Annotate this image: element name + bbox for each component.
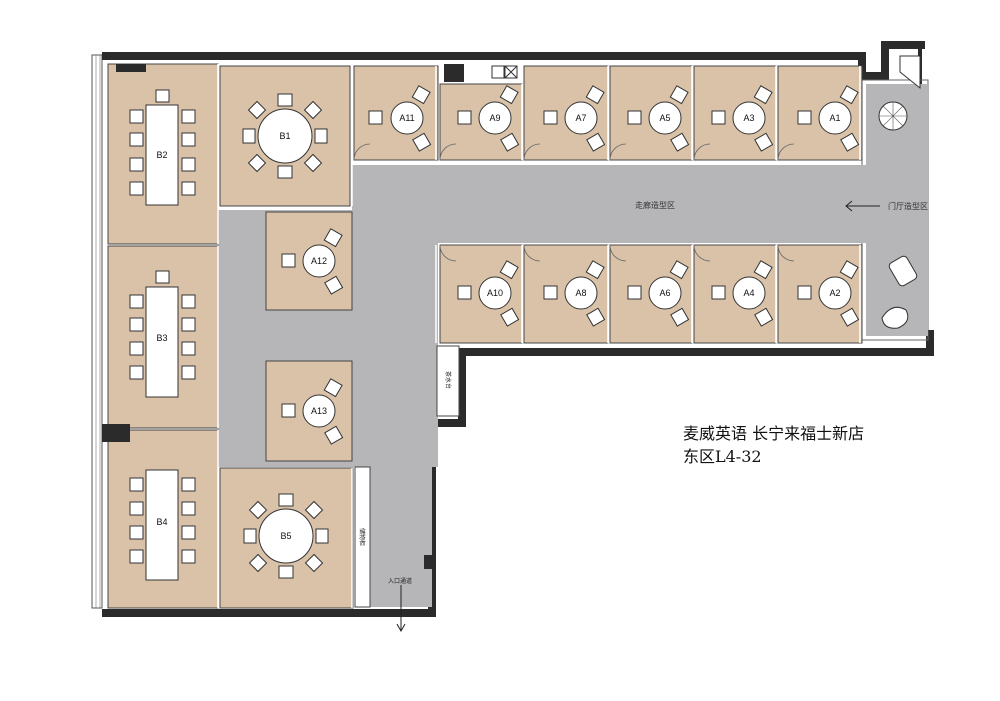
table-a4	[711, 260, 774, 327]
lobby-decor	[878, 55, 921, 329]
table-a11	[368, 85, 432, 152]
table-a3	[711, 85, 774, 152]
plan-title: 麦威英语 长宁来福士新店	[683, 424, 865, 443]
table-a2	[797, 260, 860, 327]
label-a8: A8	[575, 288, 586, 298]
label-a1: A1	[829, 113, 840, 123]
table-a8	[543, 260, 606, 327]
sofa-icon	[888, 255, 918, 287]
plan-subtitle: 东区L4-32	[683, 447, 762, 466]
arrows	[396, 200, 880, 633]
area-labels: 走廊造型区 门厅造型区 茶水台 储物柜 入口通道	[358, 200, 928, 585]
table-a5	[627, 85, 690, 152]
label-a3: A3	[743, 113, 754, 123]
label-entrance: 入口通道	[388, 577, 412, 585]
label-tea-station: 茶水台	[444, 371, 452, 389]
label-corridor: 走廊造型区	[635, 200, 675, 210]
partition-texture	[217, 64, 861, 608]
label-a10: A10	[487, 288, 503, 298]
label-b5: B5	[280, 531, 291, 541]
round-table-b5	[243, 493, 329, 579]
long-table-b3	[129, 270, 196, 398]
table-a6	[627, 260, 690, 327]
rock-decor-icon	[881, 306, 909, 329]
label-b2: B2	[156, 150, 167, 160]
table-a12	[281, 228, 344, 295]
lobby-arrow-icon	[845, 200, 880, 212]
table-a7	[543, 85, 606, 152]
label-a12: A12	[311, 256, 327, 266]
doors	[353, 143, 795, 262]
label-b4: B4	[156, 517, 167, 527]
table-a10	[457, 260, 520, 327]
label-a2: A2	[829, 288, 840, 298]
table-a9	[457, 85, 520, 152]
long-table-b4	[129, 469, 196, 581]
label-storage: 储物柜	[358, 528, 366, 546]
label-lobby: 门厅造型区	[888, 201, 928, 211]
label-b3: B3	[156, 333, 167, 343]
label-a11: A11	[399, 113, 414, 123]
label-a7: A7	[575, 113, 586, 123]
table-a1	[797, 85, 860, 152]
wall-columns	[102, 64, 518, 569]
long-table-b2	[129, 89, 196, 206]
label-b1: B1	[279, 131, 290, 141]
exit-arrow-icon	[396, 585, 406, 633]
table-a13	[281, 378, 344, 445]
label-a6: A6	[659, 288, 670, 298]
room-labels: B1 B2 B3 B4 B5 A1 A2 A3 A4 A5 A6 A7 A8 A…	[156, 113, 840, 541]
label-a9: A9	[489, 113, 500, 123]
label-a13: A13	[311, 406, 327, 416]
round-table-b1	[242, 93, 328, 179]
small-tables	[281, 85, 860, 445]
label-a4: A4	[743, 288, 754, 298]
label-a5: A5	[659, 113, 670, 123]
